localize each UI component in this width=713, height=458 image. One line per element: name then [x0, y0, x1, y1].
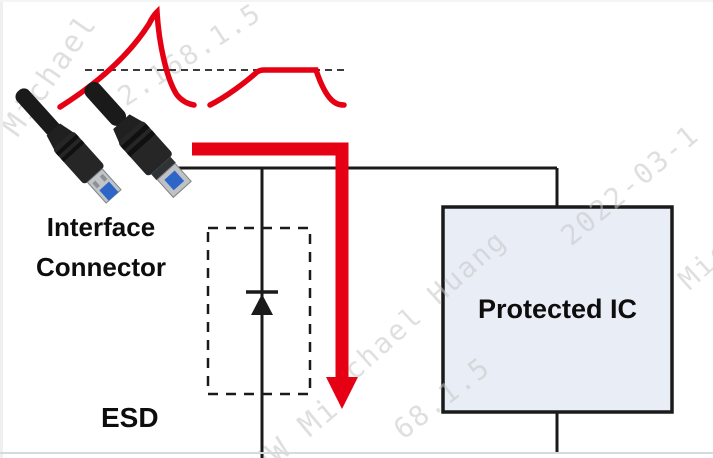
usb-connectors-image [15, 81, 192, 204]
interface-connector-label-line1: Interface [46, 212, 156, 242]
tvs-device-dashed-box [206, 226, 312, 396]
esd-pulse-waveform-clamped [207, 67, 347, 108]
interface-connector-label: Interface Connector [18, 207, 184, 287]
bottom-edge-line [0, 452, 713, 454]
protected-ic-box [441, 205, 674, 414]
esd-pulse-waveform-spike [57, 5, 197, 110]
interface-connector-label-line2: Connector [36, 252, 166, 282]
tvs-diode-icon [246, 290, 278, 315]
esd-label: ESD [101, 402, 159, 433]
left-edge-border [0, 0, 3, 458]
top-edge-border [0, 0, 713, 2]
protected-ic-label: Protected IC [477, 294, 638, 324]
esd-surge-current-arrow-icon [192, 142, 358, 409]
